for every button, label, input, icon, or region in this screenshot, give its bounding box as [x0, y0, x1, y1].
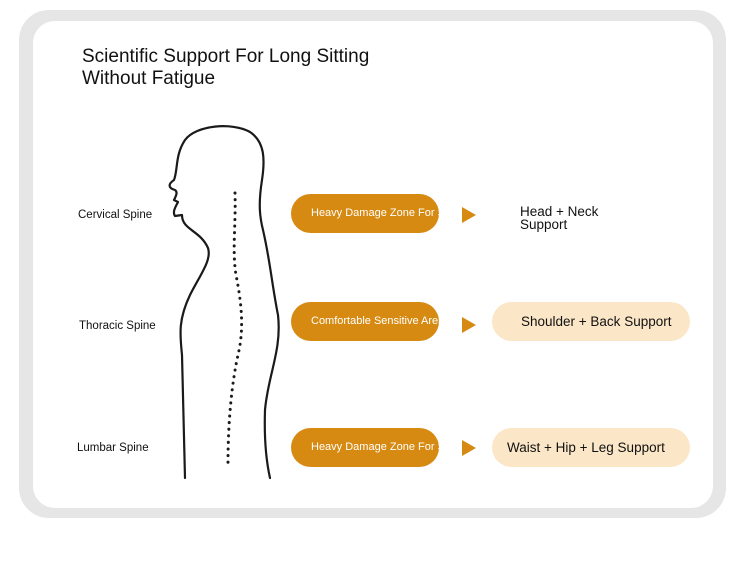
- label-lumbar-spine: Lumbar Spine: [77, 442, 149, 454]
- zone-pill-lumbar: Heavy Damage Zone For Strain: [291, 428, 439, 467]
- body-outline: [168, 125, 280, 480]
- support-head-neck: Head + Neck Support: [520, 199, 640, 238]
- triangle-right-icon: [462, 317, 476, 333]
- triangle-right-icon: [462, 440, 476, 456]
- label-thoracic-spine: Thoracic Spine: [79, 320, 156, 332]
- zone-text-thoracic: Comfortable Sensitive Area: [311, 315, 439, 327]
- zone-text-lumbar: Heavy Damage Zone For Strain: [311, 441, 439, 453]
- support-text-waist-hip-leg: Waist + Hip + Leg Support: [507, 440, 665, 455]
- zone-text-cervical: Heavy Damage Zone For Strain: [311, 207, 439, 219]
- human-silhouette-icon: [168, 125, 280, 480]
- spine-dotted-line: [226, 191, 244, 465]
- support-waist-hip-leg: Waist + Hip + Leg Support: [492, 428, 690, 467]
- content-card: [33, 21, 713, 508]
- zone-pill-cervical: Heavy Damage Zone For Strain: [291, 194, 439, 233]
- page-title: Scientific Support For Long Sitting With…: [82, 46, 422, 90]
- title-line-1: Scientific Support For Long Sitting: [82, 46, 370, 67]
- support-shoulder-back: Shoulder + Back Support: [492, 302, 690, 341]
- triangle-right-icon: [462, 207, 476, 223]
- title-line-2: Without Fatigue: [82, 68, 216, 89]
- support-text-shoulder-back: Shoulder + Back Support: [521, 314, 672, 329]
- support-text-head-neck: Head + Neck Support: [520, 204, 599, 232]
- label-cervical-spine: Cervical Spine: [78, 209, 153, 221]
- zone-pill-thoracic: Comfortable Sensitive Area: [291, 302, 439, 341]
